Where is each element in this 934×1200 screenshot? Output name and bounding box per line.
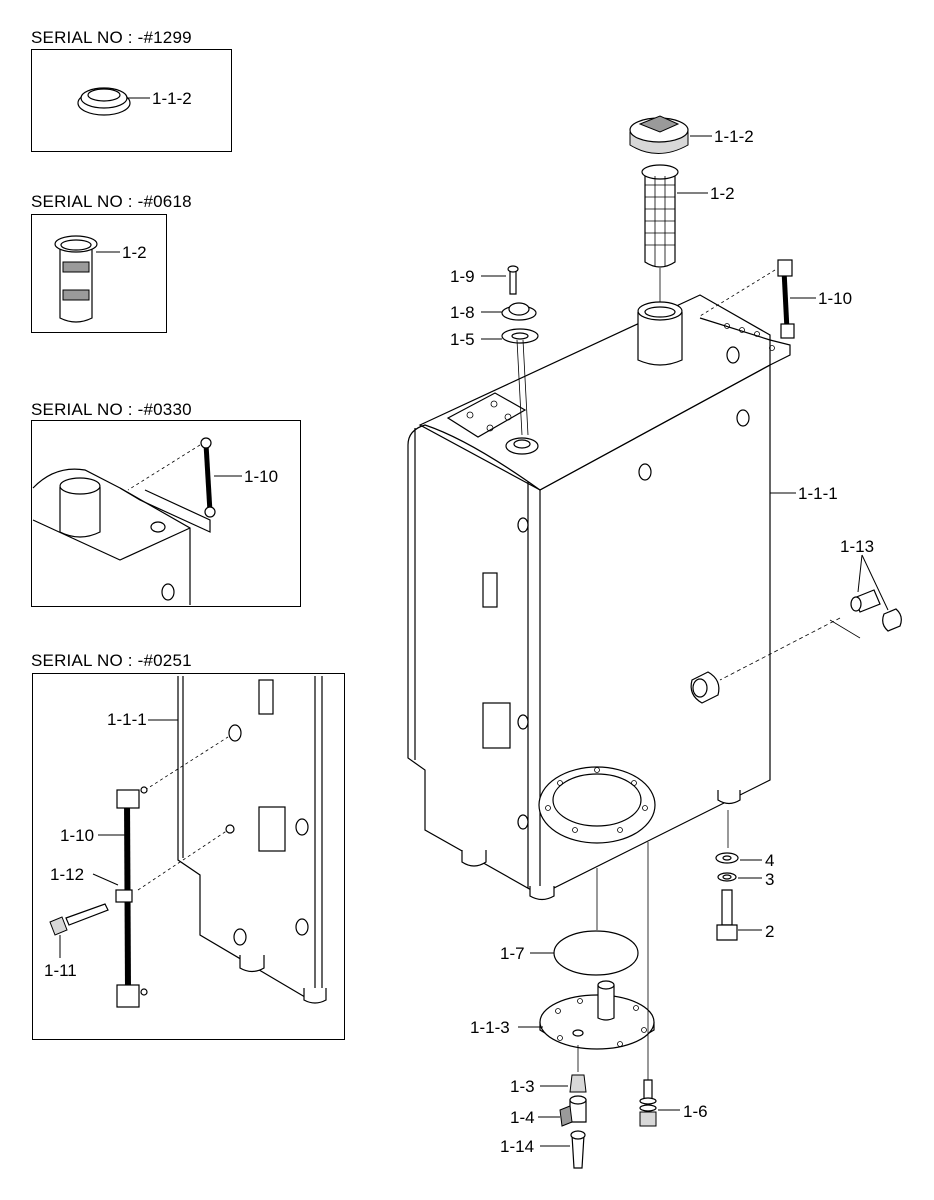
- serial-heading-0618: SERIAL NO : -#0618: [31, 192, 192, 211]
- cap-part: [629, 115, 712, 154]
- bolt-washer-parts: [715, 810, 762, 941]
- inset-0330-drawing: [32, 437, 242, 605]
- label-inset-1299-cap: 1-1-2: [152, 89, 192, 108]
- cover-part: [518, 842, 655, 1080]
- label-cover-bolt: 1-6: [683, 1102, 708, 1121]
- label-bottom-gasket: 1-7: [500, 944, 525, 963]
- label-inset-0251-tank: 1-1-1: [107, 710, 147, 729]
- label-bolt-top: 1-9: [450, 267, 475, 286]
- inset-0251-drawing: [49, 676, 327, 1008]
- label-cap: 1-1-2: [714, 127, 754, 146]
- label-inset-0251-rod: 1-10: [60, 826, 94, 845]
- inset-1299-cap-drawing: [77, 87, 150, 116]
- inset-0618-strainer-drawing: [54, 235, 120, 323]
- label-tank: 1-1-1: [798, 484, 838, 503]
- label-washer-b: 3: [765, 870, 774, 889]
- fittings-part: [719, 554, 902, 681]
- label-inset-0618-strainer: 1-2: [122, 243, 147, 262]
- label-fittings: 1-13: [840, 537, 874, 556]
- label-plug: 1-3: [510, 1077, 535, 1096]
- bottom-gasket-part: [530, 868, 639, 976]
- label-nipple: 1-14: [500, 1137, 534, 1156]
- rod-part: [699, 259, 816, 339]
- cover-bolt-part: [639, 1079, 680, 1127]
- inset-frame-1299: [31, 49, 232, 152]
- serial-heading-0251: SERIAL NO : -#0251: [31, 651, 192, 670]
- label-inset-0330-rod: 1-10: [244, 467, 278, 486]
- serial-heading-1299: SERIAL NO : -#1299: [31, 28, 192, 47]
- label-washer-a: 4: [765, 851, 774, 870]
- inset-frame-0618: [31, 214, 167, 333]
- label-inset-0251-bolt: 1-11: [44, 961, 77, 980]
- label-gasket: 1-5: [450, 330, 475, 349]
- label-rod: 1-10: [818, 289, 852, 308]
- label-strainer: 1-2: [710, 184, 735, 203]
- gauge-parts: [481, 265, 539, 436]
- serial-heading-0330: SERIAL NO : -#0330: [31, 400, 192, 419]
- label-cock: 1-4: [510, 1108, 535, 1127]
- label-cover: 1-1-3: [470, 1018, 510, 1037]
- main-tank: [407, 294, 791, 901]
- strainer-part: [641, 164, 708, 302]
- label-inset-0251-fitting: 1-12: [50, 865, 84, 884]
- label-bolt: 2: [765, 922, 774, 941]
- drain-parts: [538, 1045, 587, 1169]
- label-gauge: 1-8: [450, 303, 475, 322]
